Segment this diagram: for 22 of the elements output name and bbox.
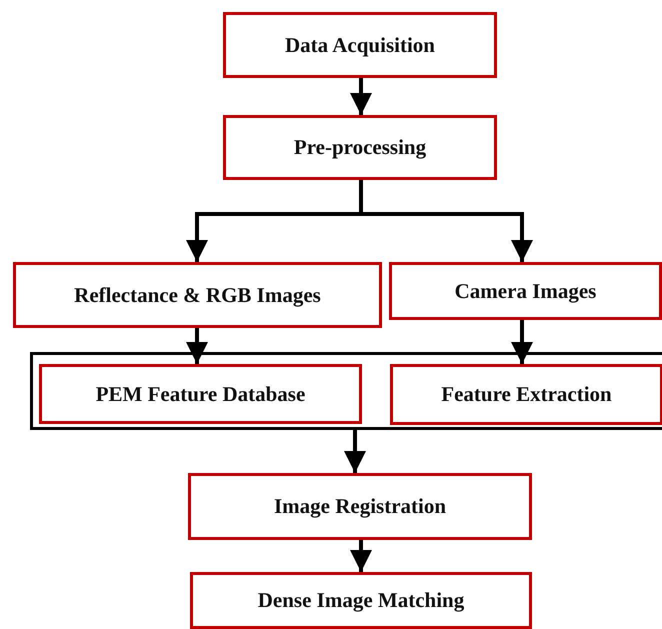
process-box [223, 115, 497, 180]
node-label: Camera Images [454, 278, 596, 304]
process-box [39, 364, 362, 424]
node-label: PEM Feature Database [96, 382, 306, 406]
process-box [390, 364, 662, 425]
arrow [350, 540, 372, 572]
process-box [13, 262, 382, 328]
node-label: Image Registration [274, 494, 446, 519]
node-label: Pre-processing [294, 135, 426, 160]
arrow [344, 430, 366, 473]
node-label: Reflectance & RGB Images [74, 282, 321, 308]
process-box [190, 572, 532, 629]
node-label: Data Acquisition [285, 32, 435, 58]
arrow [350, 78, 372, 115]
arrow [511, 320, 533, 364]
process-box [389, 262, 662, 320]
process-box [223, 12, 497, 78]
process-box [188, 473, 532, 540]
group-box [30, 352, 662, 430]
node-label: Feature Extraction [441, 382, 612, 407]
node-label: Dense Image Matching [258, 588, 464, 613]
arrow [186, 328, 208, 364]
